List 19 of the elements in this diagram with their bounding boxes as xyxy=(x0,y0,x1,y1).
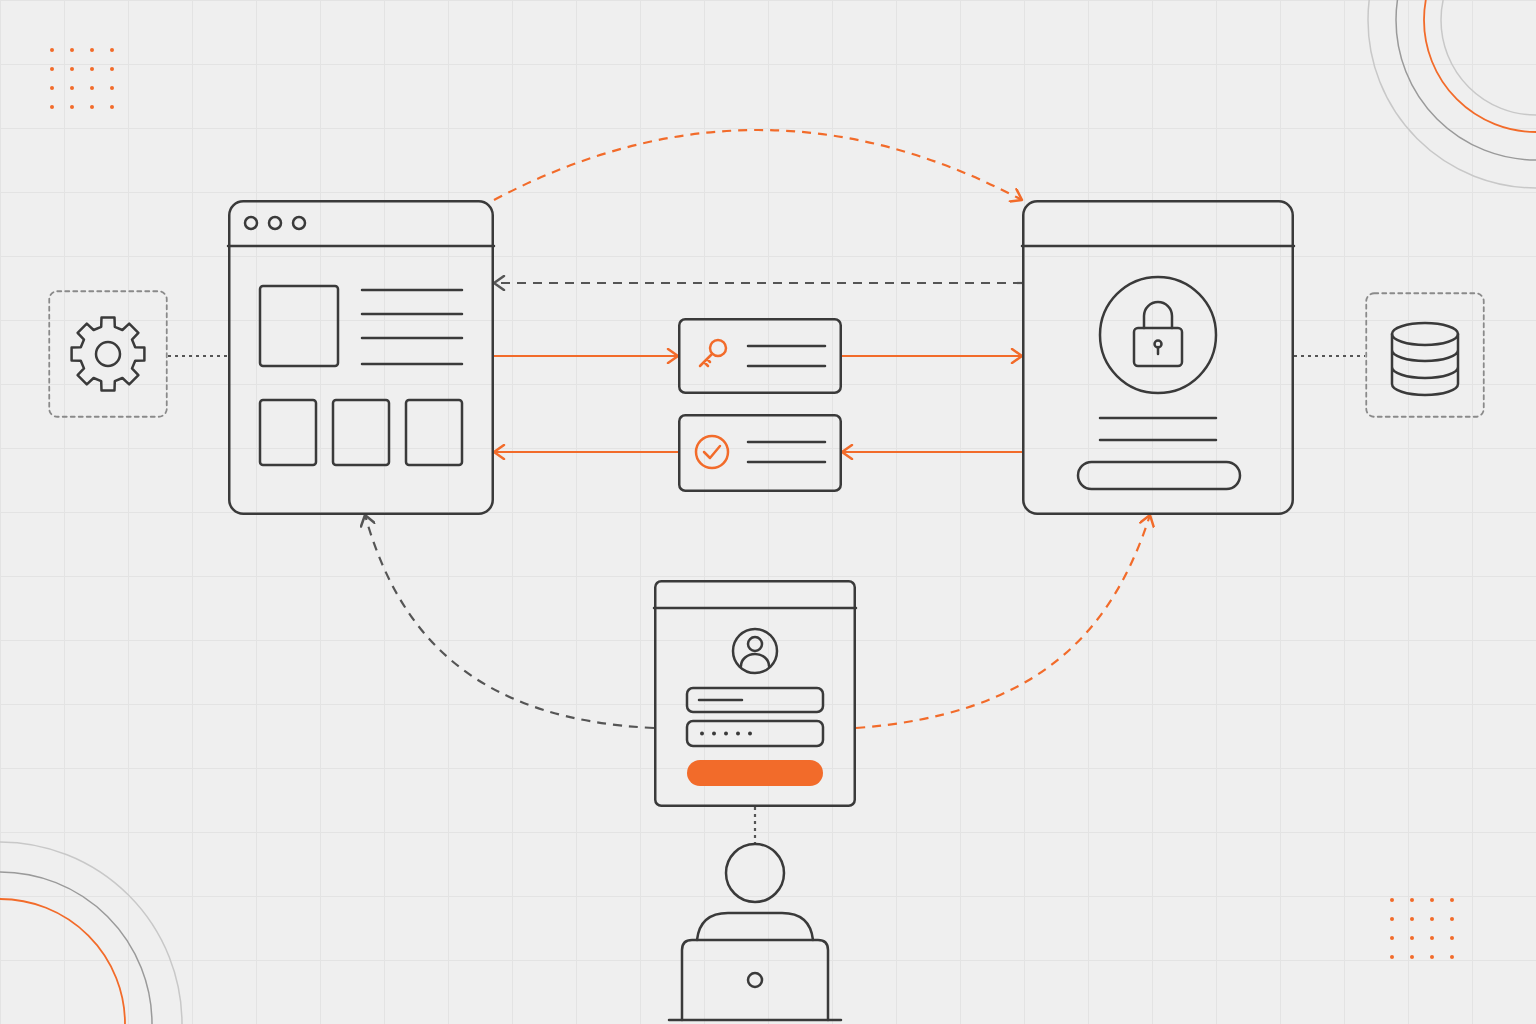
browser-window xyxy=(228,200,494,515)
arrow xyxy=(360,513,655,730)
confirmation-card xyxy=(678,414,842,492)
database-panel xyxy=(1365,292,1485,418)
person-at-laptop xyxy=(668,843,842,1022)
login-form-window xyxy=(654,580,856,807)
auth-server-window xyxy=(1022,200,1294,515)
token-card xyxy=(678,318,842,394)
arrow xyxy=(493,129,1024,204)
connector-line xyxy=(753,807,757,843)
connector-line xyxy=(1294,354,1365,358)
settings-panel xyxy=(48,290,168,418)
arrow xyxy=(492,274,1022,292)
arrow xyxy=(855,513,1155,730)
arrow xyxy=(492,443,678,461)
arrow xyxy=(842,347,1024,365)
connector-line xyxy=(168,354,228,358)
arrow xyxy=(494,347,680,365)
arrow xyxy=(840,443,1022,461)
